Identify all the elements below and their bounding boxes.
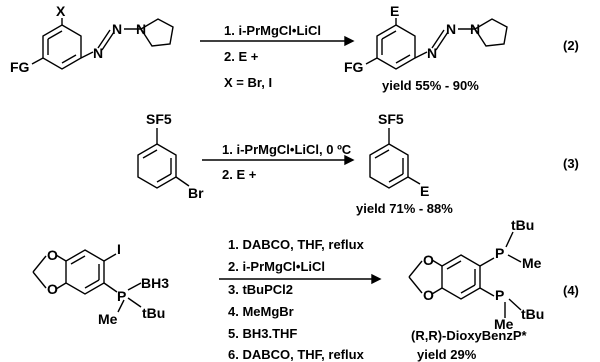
r2-prod-azo-n2: N	[446, 21, 457, 37]
r4-sub-tbu: tBu	[142, 305, 166, 321]
r3-sub-sf5: SF5	[146, 111, 172, 127]
r2-product-structure	[365, 18, 508, 70]
r3-substrate-structure	[137, 128, 190, 189]
r4-prod-p1: P	[495, 245, 505, 261]
r4-product-structure	[408, 231, 522, 318]
r2-condition-1: 1. i-PrMgCl•LiCl	[224, 23, 321, 38]
r3-sub-benzene-ring	[137, 143, 177, 189]
r2-sub-azo-n2: N	[112, 21, 123, 37]
r2-condition-2: 2. E +	[224, 49, 259, 64]
r4-prod-o-top: O	[423, 252, 434, 268]
r3-equation-number: (3)	[563, 156, 579, 171]
r2-prod-azo-n: N	[427, 45, 438, 61]
r4-yield: yield 29%	[417, 347, 477, 362]
r4-condition-3: 3. tBuPCl2	[228, 282, 294, 297]
r4-condition-1: 1. DABCO, THF, reflux	[228, 237, 364, 252]
r4-product-name: (R,R)-DioxyBenzP*	[411, 328, 527, 343]
r2-sub-benzene-ring	[42, 24, 82, 70]
r4-sub-phosphorus: P	[117, 288, 127, 304]
r2-yield: yield 55% - 90%	[382, 78, 479, 93]
r4-condition-6: 6. DABCO, THF, reflux	[228, 347, 364, 362]
r4-sub-o-bottom: O	[47, 281, 58, 297]
r4-sub-methyl: Me	[98, 311, 118, 327]
r3-condition-1: 1. i-PrMgCl•LiCl, 0 ºC	[222, 142, 352, 157]
r2-sub-azo-n: N	[93, 45, 104, 61]
r2-prod-pyrrolidine	[474, 18, 508, 47]
r3-product-structure	[369, 128, 421, 189]
r2-arrowhead	[344, 35, 355, 47]
r4-condition-2: 2. i-PrMgCl•LiCl	[228, 259, 325, 274]
r2-substrate-structure	[31, 18, 174, 70]
r3-prod-sf5: SF5	[378, 111, 404, 127]
r4-prod-o-bottom: O	[423, 287, 434, 303]
r4-prod-tbu2: tBu	[521, 306, 545, 322]
r4-prod-me2: Me	[494, 316, 514, 332]
r2-sub-fg: FG	[10, 59, 30, 75]
r2-sub-amine-n: N	[136, 21, 147, 37]
r4-sub-borane: BH3	[141, 275, 170, 291]
r2-sub-pyrrolidine	[140, 18, 174, 47]
r4-prod-p2: P	[495, 287, 505, 303]
r4-equation-number: (4)	[563, 283, 579, 298]
r3-condition-2: 2. E +	[222, 167, 257, 182]
r2-prod-substituent: E	[390, 3, 400, 19]
r4-sub-iodine: I	[117, 241, 121, 257]
r2-prod-amine-n: N	[470, 21, 481, 37]
r2-prod-benzene-ring	[376, 24, 416, 70]
r4-prod-me1: Me	[522, 255, 542, 271]
r3-yield: yield 71% - 88%	[356, 201, 453, 216]
r3-sub-br: Br	[188, 185, 204, 201]
r4-sub-o-top: O	[47, 247, 58, 263]
r3-arrowhead	[344, 154, 355, 166]
r2-prod-fg: FG	[344, 59, 364, 75]
r4-condition-5: 5. BH3.THF	[228, 326, 298, 341]
r4-substrate-structure	[32, 249, 142, 313]
r4-arrowhead	[371, 273, 382, 285]
r2-equation-number: (2)	[563, 38, 579, 53]
r4-condition-4: 4. MeMgBr	[228, 304, 294, 319]
r3-prod-benzene-ring	[369, 143, 409, 189]
r4-prod-tbu1: tBu	[511, 217, 535, 233]
r3-prod-e: E	[420, 183, 430, 199]
r2-sub-substituent: X	[56, 3, 66, 19]
r2-note: X = Br, I	[224, 75, 273, 90]
